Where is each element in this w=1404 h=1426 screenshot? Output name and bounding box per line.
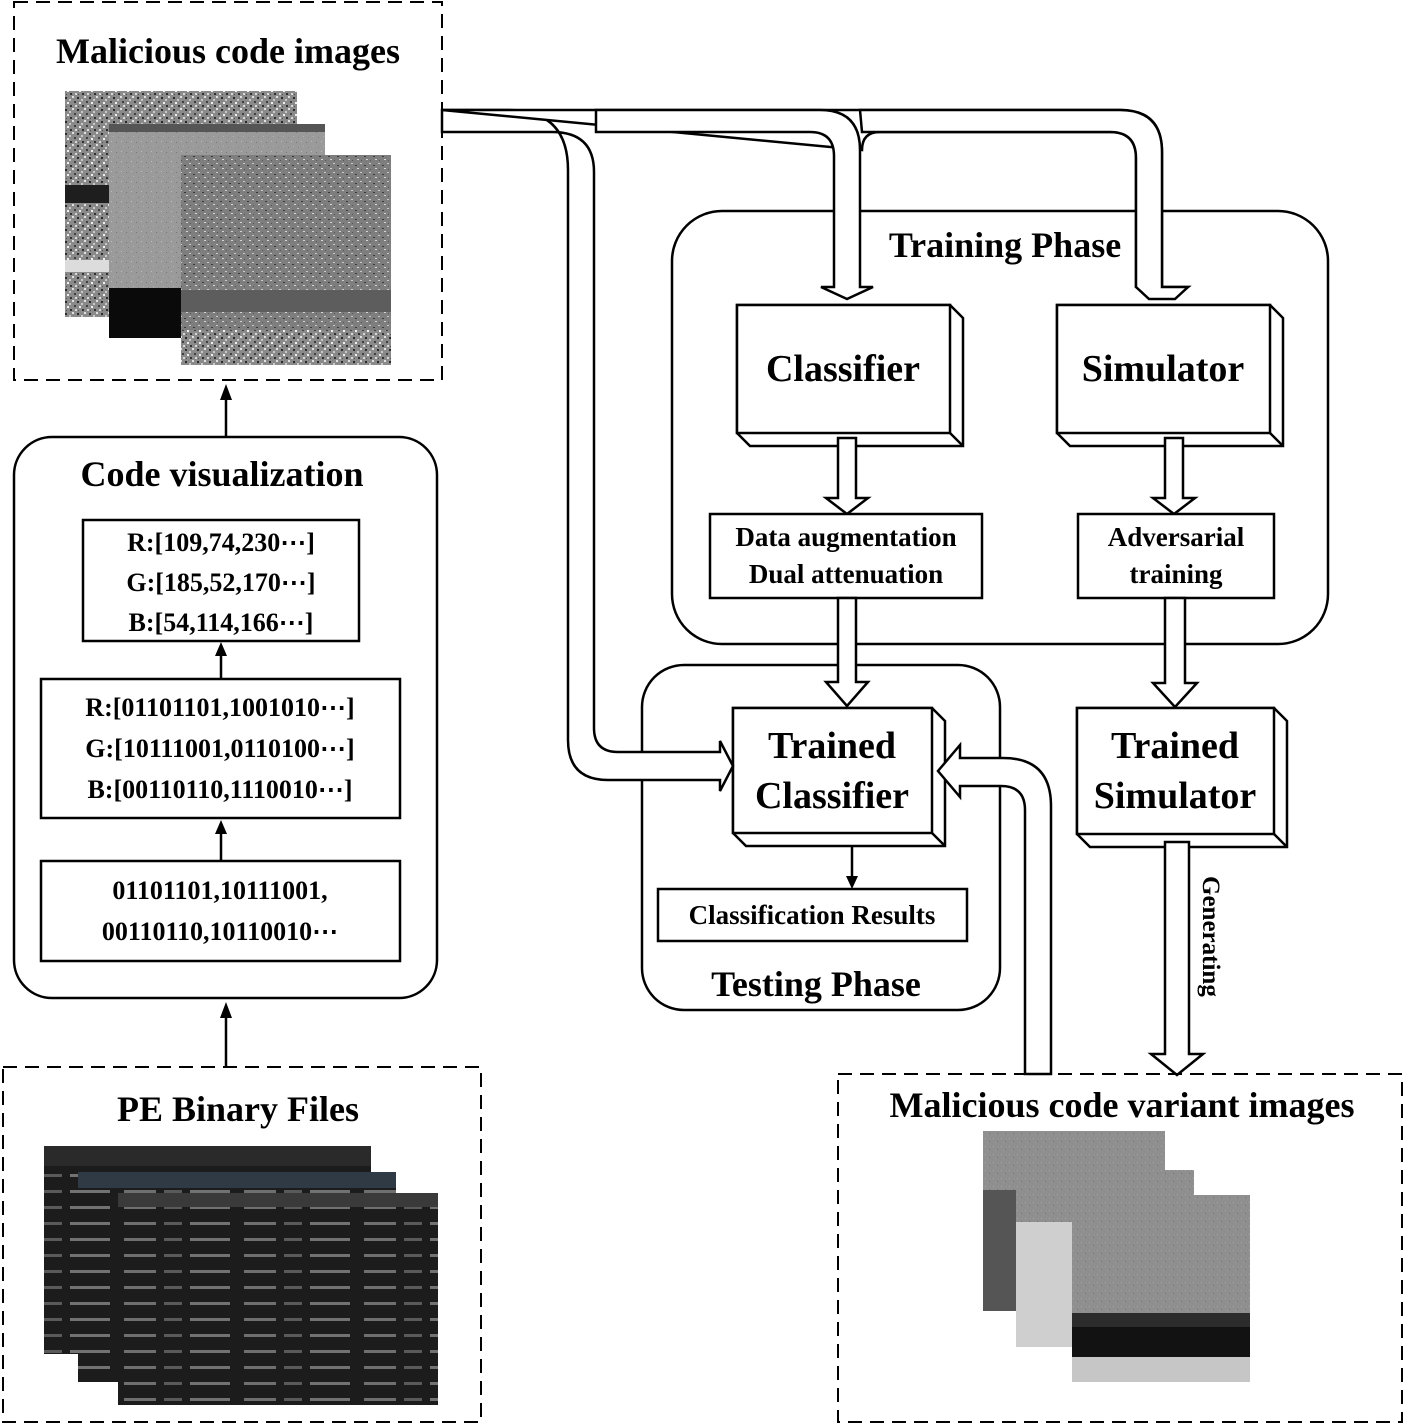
training-phase-title: Training Phase <box>889 225 1121 265</box>
terminal-screenshot-stack <box>44 1146 438 1405</box>
binary-b: B:[00110110,1110010⋯] <box>87 775 352 804</box>
malicious-images-panel: Malicious code images <box>13 1 443 381</box>
binary-r: R:[01101101,1001010⋯] <box>85 693 354 722</box>
left-column-arrows <box>220 384 232 1067</box>
binary-g: G:[10111001,0110100⋯] <box>85 734 354 763</box>
generating-label: Generating <box>1197 876 1224 997</box>
augmentation-line-2: Dual attenuation <box>749 559 943 589</box>
trained-simulator-box: Trained Simulator <box>1075 706 1289 849</box>
adversarial-to-trained-simulator-arrow <box>1150 596 1200 709</box>
adversarial-line-1: Adversarial <box>1108 522 1245 552</box>
adversarial-line-2: training <box>1129 559 1223 589</box>
images-to-classifier-arrow <box>594 108 874 301</box>
malicious-image-stack <box>65 91 391 365</box>
testing-phase-title: Testing Phase <box>711 964 921 1004</box>
classifier-to-augmentation-arrow <box>822 436 872 516</box>
variant-to-trained-classifier-arrow <box>936 741 1053 1076</box>
pe-files-panel: PE Binary Files <box>2 1066 482 1423</box>
results-box <box>656 887 969 943</box>
visualization-arrows <box>215 642 227 861</box>
classifier-box: Classifier <box>735 303 965 448</box>
images-to-trained-classifier-arrow <box>440 108 735 792</box>
testing-phase-panel: Testing Phase Trained Classifier Classif… <box>640 663 1002 1012</box>
variant-image-stack <box>983 1131 1250 1382</box>
decimal-r: R:[109,74,230⋯] <box>127 528 315 557</box>
raw-binary-box <box>39 859 402 963</box>
code-visualization-panel: Code visualization R:[109,74,230⋯] G:[18… <box>12 435 439 1000</box>
decimal-values-box <box>81 518 361 643</box>
raw-line-1: 01101101,10111001, <box>112 876 327 905</box>
classifier-label: Classifier <box>766 348 920 390</box>
augmentation-line-1: Data augmentation <box>735 522 956 552</box>
pe-files-title: PE Binary Files <box>117 1089 359 1129</box>
variant-images-panel: Malicious code variant images <box>837 1073 1403 1423</box>
augmentation-box <box>708 512 984 600</box>
augmentation-to-trained-classifier-arrow <box>823 596 871 708</box>
images-to-training-arrow <box>441 108 1192 299</box>
code-visualization-title: Code visualization <box>80 454 363 494</box>
decimal-g: G:[185,52,170⋯] <box>126 568 315 597</box>
simulator-to-adversarial-arrow <box>1149 436 1199 516</box>
trained-simulator-line-1: Trained <box>1111 725 1239 767</box>
training-phase-panel: Training Phase Classifier Simulator Data… <box>670 209 1330 646</box>
simulator-label: Simulator <box>1082 348 1245 390</box>
simulator-box: Simulator <box>1055 303 1285 448</box>
trained-classifier-line-1: Trained <box>768 725 896 767</box>
trained-classifier-box: Trained Classifier <box>731 706 947 848</box>
malicious-images-title: Malicious code images <box>56 31 400 71</box>
raw-line-2: 00110110,10110010⋯ <box>102 917 338 946</box>
generating-arrow <box>1147 840 1207 1077</box>
trained-simulator-line-2: Simulator <box>1094 775 1257 817</box>
binary-channels-box <box>39 677 402 820</box>
images-to-simulator-arrow <box>858 108 1192 301</box>
trained-classifier-line-2: Classifier <box>755 775 909 817</box>
adversarial-box <box>1076 512 1276 600</box>
results-label: Classification Results <box>689 900 936 930</box>
decimal-b: B:[54,114,166⋯] <box>129 608 314 637</box>
variant-images-title: Malicious code variant images <box>890 1085 1355 1125</box>
